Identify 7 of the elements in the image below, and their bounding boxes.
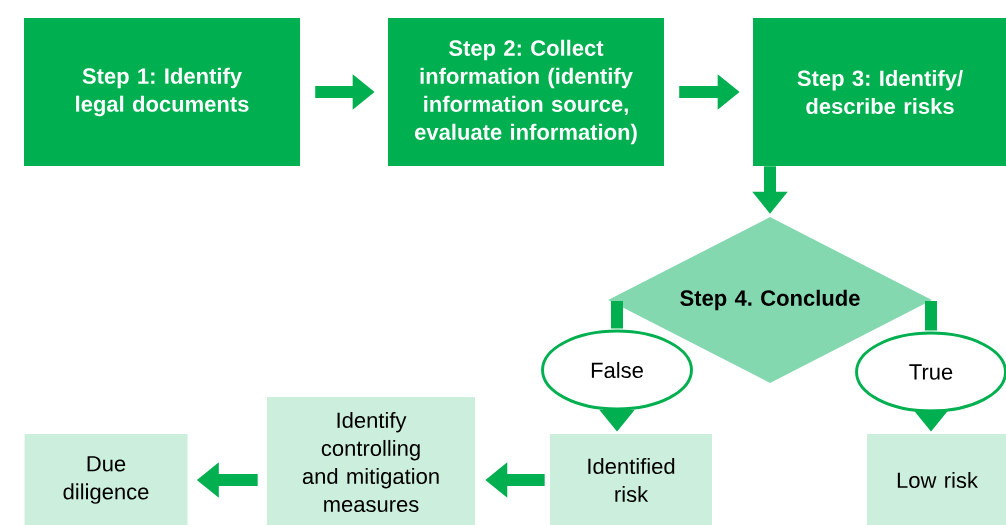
action-box: Identify controlling and mitigation measures bbox=[267, 397, 475, 525]
step-box: Step 3: Identify/ describe risks bbox=[753, 18, 1006, 166]
step-box: Step 2: Collect information (identify information source, evaluate information) bbox=[388, 18, 664, 166]
step-box: Step 1: Identify legal documents bbox=[24, 18, 300, 166]
result-box: Due diligence bbox=[24, 434, 188, 525]
result-box: Low risk bbox=[867, 434, 1006, 525]
result-box: Identified risk bbox=[550, 434, 712, 525]
